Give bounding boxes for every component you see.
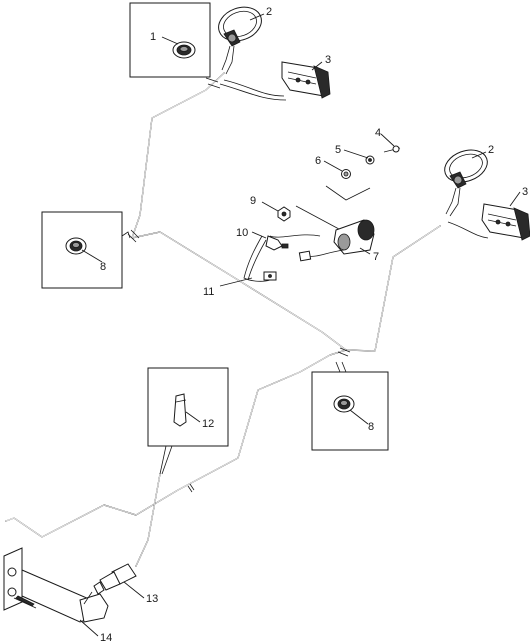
bracket-assembly — [3, 547, 137, 623]
switch-assembly — [269, 145, 401, 262]
callout-1: 1 — [150, 31, 156, 43]
callout-2-right: 2 — [488, 144, 494, 156]
callout-7: 7 — [373, 251, 379, 263]
callout-4: 4 — [375, 127, 381, 139]
callout-8-right: 8 — [368, 421, 374, 433]
callout-8-left: 8 — [100, 261, 106, 273]
callout-3-right: 3 — [522, 186, 528, 198]
callout-10: 10 — [236, 227, 248, 239]
leader-lines — [79, 13, 521, 637]
work-light-left — [218, 6, 262, 75]
callout-12: 12 — [202, 418, 214, 430]
detail-box-12 — [147, 367, 229, 475]
callout-2-left: 2 — [266, 6, 272, 18]
callout-labels: 1 2 3 4 5 6 7 8 9 10 11 12 13 14 2 3 8 — [100, 6, 528, 644]
callout-14: 14 — [100, 632, 112, 644]
detail-box-8-left — [41, 211, 131, 289]
callout-11: 11 — [203, 286, 214, 298]
callout-13: 13 — [146, 593, 158, 605]
callout-6: 6 — [315, 155, 321, 167]
main-harness — [5, 72, 441, 567]
connector-left — [219, 61, 331, 101]
work-light-right — [444, 149, 488, 217]
connector-right — [447, 203, 530, 241]
detail-box-8-right — [311, 361, 389, 451]
sub-harness — [243, 235, 289, 282]
callout-5: 5 — [335, 144, 341, 156]
callout-3-left: 3 — [325, 54, 331, 66]
callout-9: 9 — [250, 195, 256, 207]
detail-box-1 — [129, 2, 211, 78]
